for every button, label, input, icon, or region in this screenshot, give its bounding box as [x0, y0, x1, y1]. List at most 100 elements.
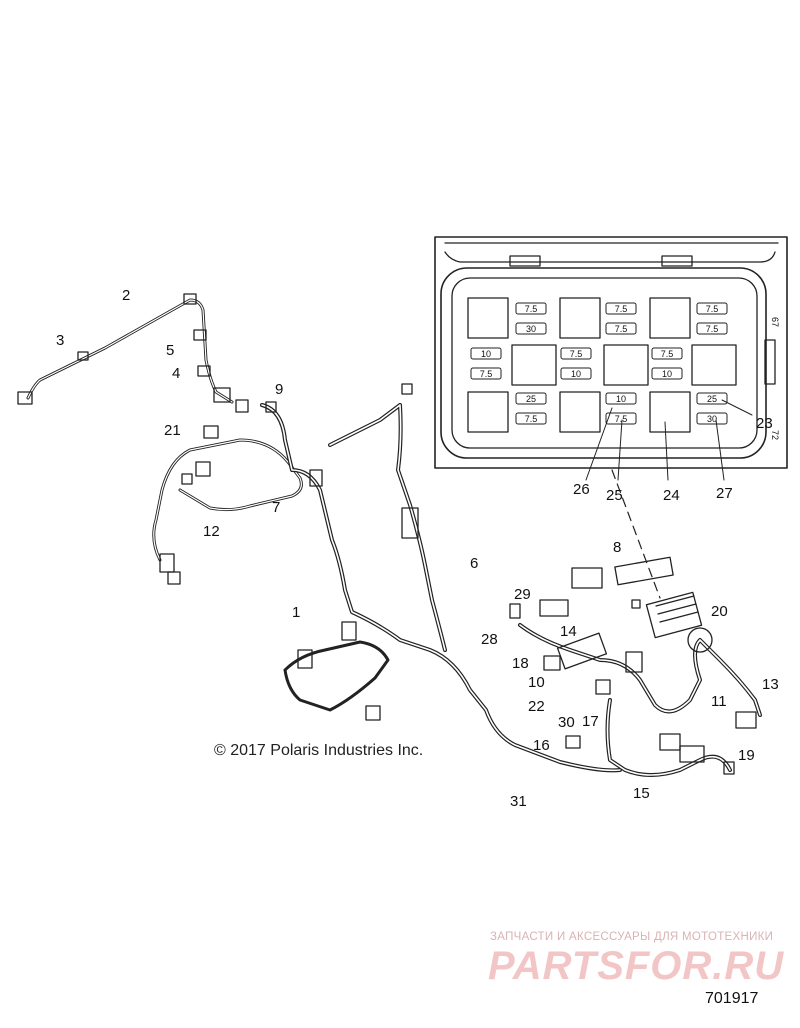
callout-4: 4 [172, 365, 180, 382]
fuse-box-latch-left [509, 255, 541, 267]
fuse-value: 7.5 [570, 349, 583, 359]
connector [195, 461, 211, 477]
fuse-box-lid-edge [444, 242, 779, 263]
fuse-value: 7.5 [480, 369, 493, 379]
connector [159, 553, 175, 573]
fuse-value: 7.5 [615, 304, 628, 314]
harness-right-inner [519, 624, 761, 716]
fuse-value: 7.5 [525, 414, 538, 424]
fuse-value: 30 [526, 324, 536, 334]
connector [735, 711, 757, 729]
relay [559, 297, 601, 339]
connector [213, 387, 231, 403]
connector [625, 651, 643, 673]
relay [559, 391, 601, 433]
grommet [687, 627, 713, 653]
fuse-value: 7.5 [615, 414, 628, 424]
callout-16: 16 [533, 737, 550, 754]
fastener [631, 599, 641, 609]
callout-8: 8 [613, 539, 621, 556]
harness-main-inner [261, 404, 621, 772]
callout-10: 10 [528, 674, 545, 691]
callout-2: 2 [122, 287, 130, 304]
callout-17: 17 [582, 713, 599, 730]
callout-9: 9 [275, 381, 283, 398]
callout-26: 26 [573, 481, 590, 498]
callout-14: 14 [560, 623, 577, 640]
leader-23 [721, 399, 753, 416]
fuse-box-latch-right [661, 255, 693, 267]
callout-12: 12 [203, 523, 220, 540]
connector [265, 401, 277, 413]
callout-1: 1 [292, 604, 300, 621]
relay [467, 297, 509, 339]
copyright-notice: © 2017 Polaris Industries Inc. [214, 742, 424, 759]
fuse-value: 7.5 [615, 324, 628, 334]
connector [77, 351, 89, 361]
label-plate [614, 556, 674, 586]
connector [401, 507, 419, 539]
connector [539, 599, 569, 617]
fuse-box-inner [451, 277, 758, 449]
harness-roof [26, 298, 234, 404]
callout-20: 20 [711, 603, 728, 620]
fuse-box-component-detail [655, 595, 699, 623]
callout-31: 31 [510, 793, 527, 810]
fuse-value: 10 [481, 349, 491, 359]
callout-7: 7 [272, 499, 280, 516]
callout-3: 3 [56, 332, 64, 349]
fuse-slots [470, 302, 728, 425]
connector [183, 293, 197, 305]
leader-25 [617, 419, 623, 481]
fuse-value: 10 [662, 369, 672, 379]
fuse-value: 30 [707, 414, 717, 424]
callout-23: 23 [756, 415, 773, 432]
connector [565, 735, 581, 749]
connector [556, 632, 608, 670]
relay [649, 391, 691, 433]
fuse-value: 25 [526, 394, 536, 404]
connector [595, 679, 611, 695]
callout-19: 19 [738, 747, 755, 764]
fuse-box-inset [434, 236, 788, 481]
relay [511, 344, 557, 386]
fuse-value: 7.5 [525, 304, 538, 314]
callout-6: 6 [470, 555, 478, 572]
leader-27 [715, 419, 725, 481]
callout-30: 30 [558, 714, 575, 731]
harness-branch-6 [328, 403, 447, 652]
harness-right-lower-inner [606, 699, 731, 776]
relay [691, 344, 737, 386]
connector [197, 365, 211, 377]
connector [297, 649, 313, 669]
connector [571, 567, 603, 589]
connector [193, 329, 207, 341]
connector [309, 469, 323, 487]
watermark-logo: PARTSFOR.RU [488, 944, 785, 988]
inset-dashed-leader [611, 469, 661, 599]
connector [203, 425, 219, 439]
relay [467, 391, 509, 433]
leader-26 [585, 407, 613, 481]
connector [679, 745, 705, 763]
connector [341, 621, 357, 641]
callout-11: 11 [711, 693, 727, 710]
connector [659, 733, 681, 751]
harness-roof-inner [27, 299, 233, 403]
callout-13: 13 [762, 676, 779, 693]
fuse-value: 10 [616, 394, 626, 404]
connector [401, 383, 413, 395]
fuse-value: 25 [707, 394, 717, 404]
inset-frame [434, 236, 788, 469]
relay [603, 344, 649, 386]
callout-24: 24 [663, 487, 680, 504]
callout-18: 18 [512, 655, 529, 672]
leader-24 [664, 421, 669, 481]
callout-28: 28 [481, 631, 498, 648]
fuse-value: 7.5 [706, 324, 719, 334]
callout-5: 5 [166, 342, 174, 359]
fuse-box-outer [440, 267, 767, 459]
fuse-value: 7.5 [661, 349, 674, 359]
fuse-box-component [645, 591, 703, 639]
connector [365, 705, 381, 721]
